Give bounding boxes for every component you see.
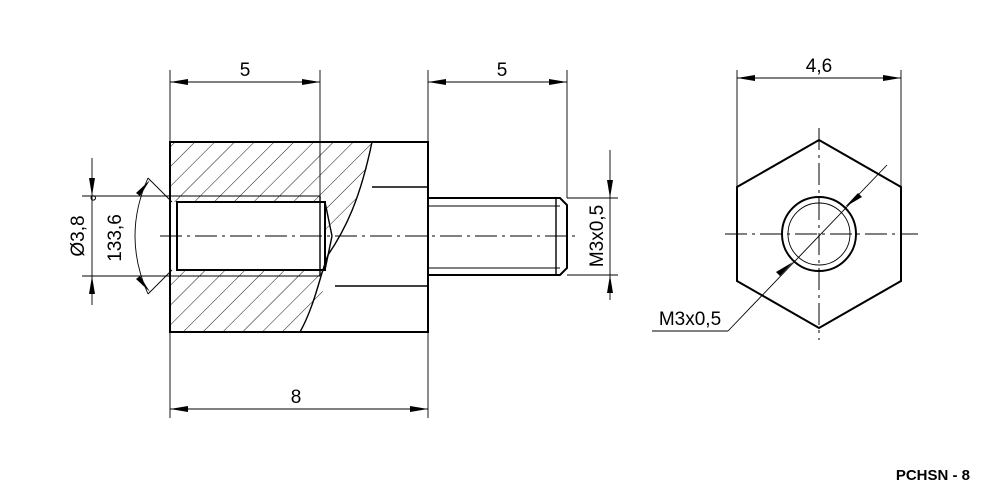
dim-label-top-left: 5 <box>240 60 251 81</box>
drill-tip-top <box>324 201 333 237</box>
end-view: 4,6 M3x0,5 <box>652 56 918 340</box>
dim-label-bottom: 8 <box>291 387 302 408</box>
dimension-top-right: 5 <box>427 60 568 198</box>
dim-label-end-width: 4,6 <box>806 56 832 77</box>
drill-tip-bottom <box>324 235 333 271</box>
dimension-stud-thread: M3x0,5 <box>567 150 618 300</box>
dim-label-angle-unit: ° <box>88 194 109 202</box>
dim-label-angle: 133,6 <box>105 214 126 262</box>
dim-label-stud-thread: M3x0,5 <box>587 205 608 267</box>
dimension-diameter: Ø3,8 <box>68 158 170 305</box>
dimension-bottom: 8 <box>169 332 429 418</box>
dim-label-top-right: 5 <box>497 60 508 81</box>
dimension-angle: 133,6 ° <box>88 177 173 295</box>
side-view: 5 5 8 Ø3,8 <box>68 60 618 418</box>
hex-body-outline <box>169 141 429 333</box>
dimension-end-width: 4,6 <box>736 56 902 187</box>
dim-label-end-thread: M3x0,5 <box>659 309 721 330</box>
dimension-top-left: 5 <box>169 60 321 196</box>
dimension-end-thread-leader: M3x0,5 <box>652 164 888 332</box>
part-code-label: PCHSN - 8 <box>896 467 970 484</box>
dim-label-diameter: Ø3,8 <box>68 215 89 256</box>
